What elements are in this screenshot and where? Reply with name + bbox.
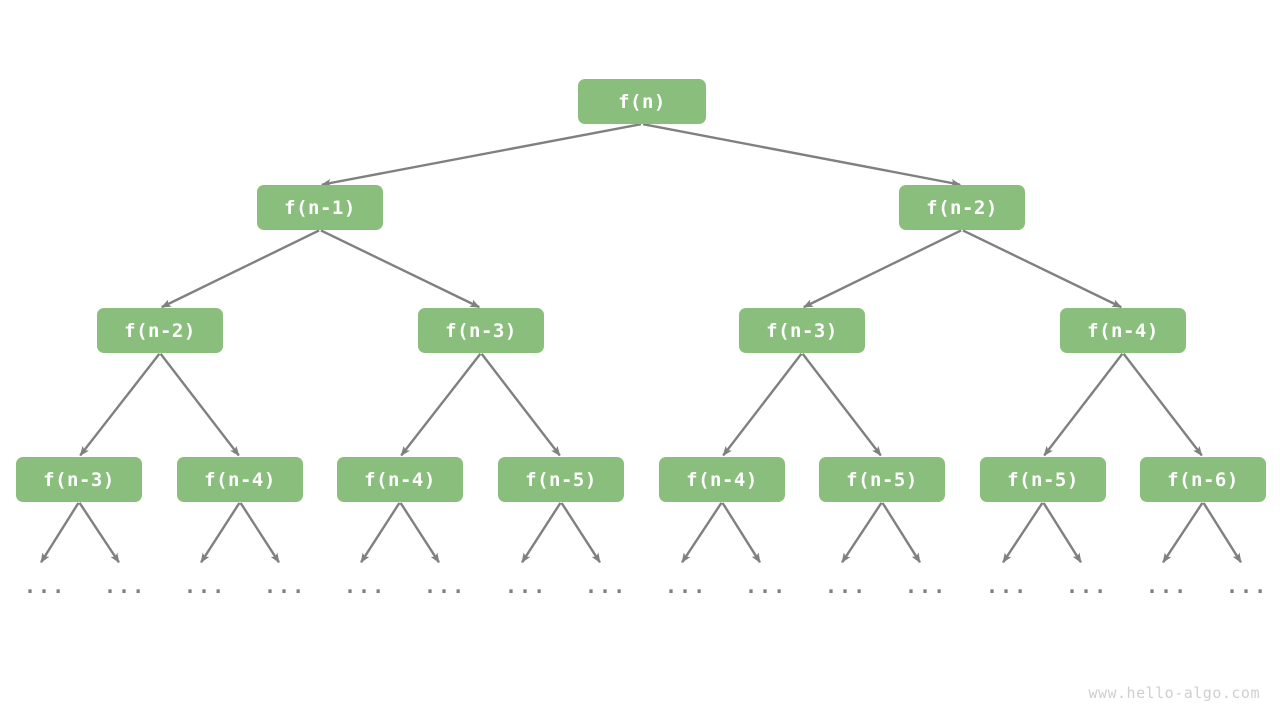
tree-node-n9[interactable]: f(n-4) — [337, 457, 463, 502]
tree-node-n7[interactable]: f(n-3) — [16, 457, 142, 502]
tree-node-n13[interactable]: f(n-5) — [980, 457, 1106, 502]
tree-node-n2[interactable]: f(n-2) — [899, 185, 1025, 230]
ellipsis-marker-e4: ... — [344, 574, 387, 598]
ellipsis-marker-e11: ... — [905, 574, 948, 598]
tree-node-n12[interactable]: f(n-5) — [819, 457, 945, 502]
ellipsis-marker-e14: ... — [1146, 574, 1189, 598]
watermark: www.hello-algo.com — [1088, 684, 1260, 702]
tree-node-n3[interactable]: f(n-2) — [97, 308, 223, 353]
ellipsis-marker-e10: ... — [825, 574, 868, 598]
ellipsis-marker-e13: ... — [1066, 574, 1109, 598]
ellipsis-marker-e6: ... — [505, 574, 548, 598]
tree-node-n5[interactable]: f(n-3) — [739, 308, 865, 353]
ellipsis-marker-e7: ... — [585, 574, 628, 598]
tree-node-n0[interactable]: f(n) — [578, 79, 706, 124]
ellipsis-marker-e3: ... — [264, 574, 307, 598]
tree-node-n14[interactable]: f(n-6) — [1140, 457, 1266, 502]
ellipsis-marker-e5: ... — [424, 574, 467, 598]
ellipsis-marker-e15: ... — [1226, 574, 1269, 598]
tree-node-n6[interactable]: f(n-4) — [1060, 308, 1186, 353]
ellipsis-marker-e8: ... — [665, 574, 708, 598]
ellipsis-marker-e2: ... — [184, 574, 227, 598]
tree-node-n10[interactable]: f(n-5) — [498, 457, 624, 502]
ellipsis-marker-e0: ... — [24, 574, 67, 598]
tree-node-n4[interactable]: f(n-3) — [418, 308, 544, 353]
ellipsis-marker-e1: ... — [104, 574, 147, 598]
tree-node-n11[interactable]: f(n-4) — [659, 457, 785, 502]
ellipsis-marker-e12: ... — [986, 574, 1029, 598]
tree-node-n1[interactable]: f(n-1) — [257, 185, 383, 230]
tree-node-n8[interactable]: f(n-4) — [177, 457, 303, 502]
ellipsis-marker-e9: ... — [745, 574, 788, 598]
